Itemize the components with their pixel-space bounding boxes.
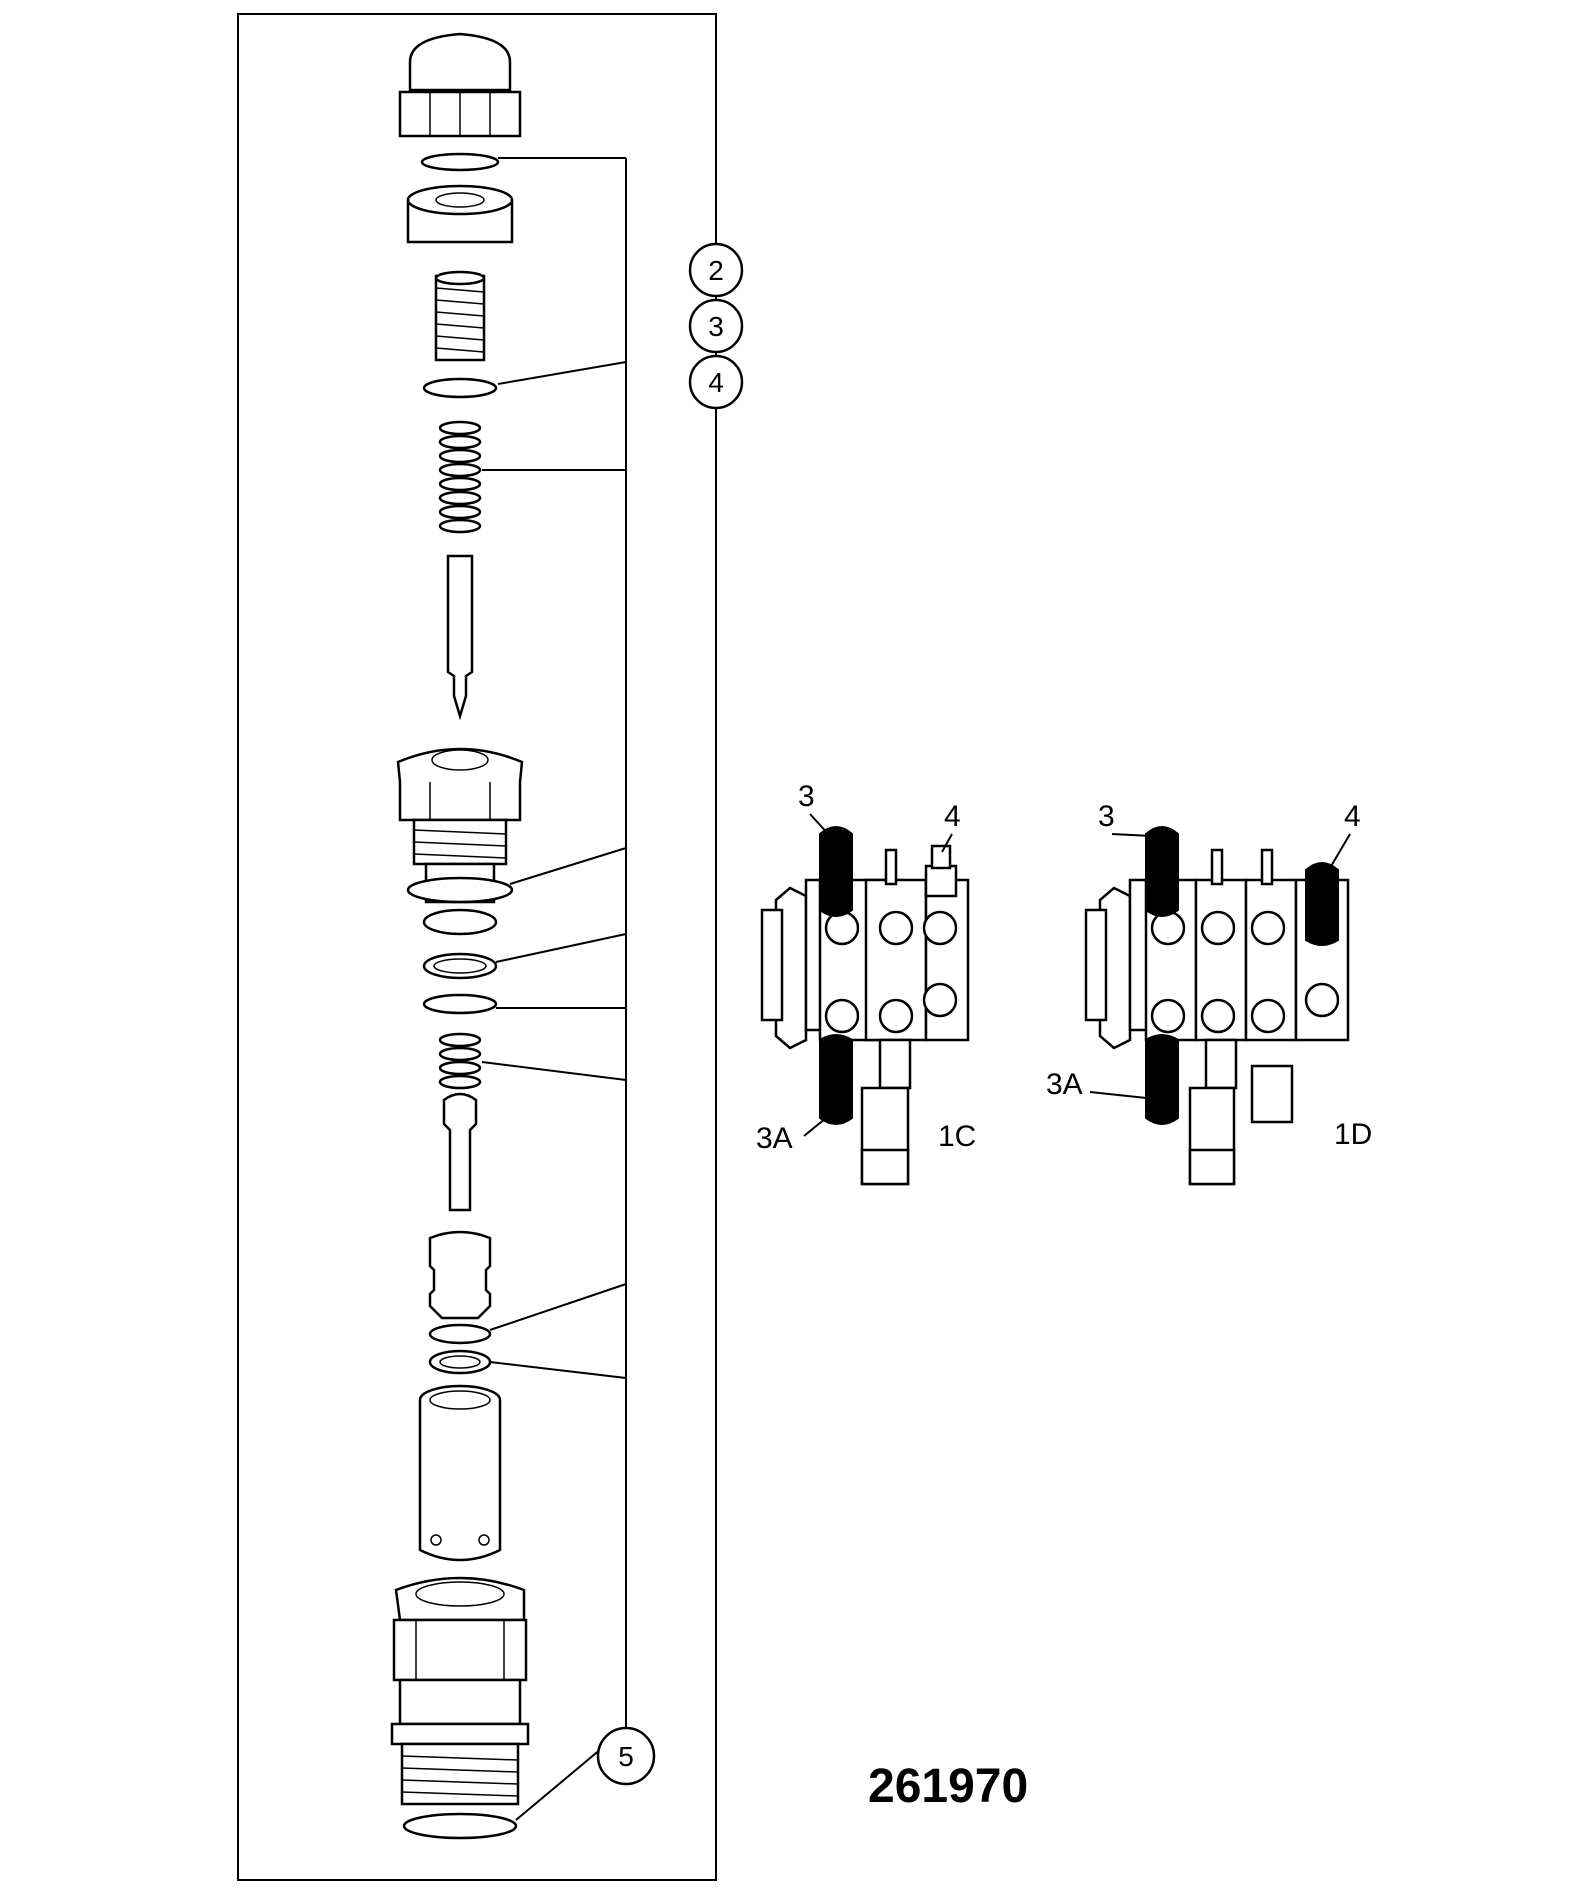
- o-ring: [406, 876, 514, 904]
- callout-4: 4: [688, 354, 744, 410]
- o-ring: [422, 377, 498, 399]
- o-ring: [422, 993, 498, 1015]
- view-1c-label-3: 3: [798, 780, 815, 813]
- view-1c-name: 1C: [938, 1120, 976, 1153]
- relief-valve-3-1c: [819, 826, 853, 917]
- o-ring: [428, 1323, 492, 1345]
- valve-block-view-1c: [760, 826, 970, 1186]
- cartridge-housing: [394, 1576, 526, 1622]
- view-1d-label-4: 4: [1344, 800, 1361, 833]
- cap-nut: [408, 32, 512, 92]
- view-1d-label-3: 3: [1098, 800, 1115, 833]
- relief-valve-exploded-stack: [390, 32, 530, 1840]
- backup-ring: [422, 952, 498, 980]
- callout-3: 3: [688, 298, 744, 354]
- o-ring: [420, 152, 500, 172]
- view-1d-name: 1D: [1334, 1118, 1372, 1151]
- relief-valve-4-1d: [1305, 862, 1339, 946]
- callout-3-text: 3: [708, 311, 724, 342]
- relief-valve-3-1d: [1145, 826, 1179, 917]
- callout-2-text: 2: [708, 255, 724, 286]
- callout-5: 5: [596, 1726, 656, 1786]
- backup-ring: [428, 1349, 492, 1375]
- valve-block-view-1d: [1084, 826, 1350, 1186]
- small-spring: [438, 1032, 482, 1090]
- relief-valve-3a-1c: [819, 1034, 853, 1125]
- spring: [438, 420, 482, 534]
- relief-valve-3a-1d: [1145, 1034, 1179, 1125]
- o-ring: [402, 1812, 518, 1840]
- figure-number: 261970: [868, 1760, 1028, 1813]
- view-1c-label-3a: 3A: [756, 1122, 793, 1155]
- sleeve: [418, 1400, 502, 1562]
- main-poppet-stem: [442, 1092, 478, 1212]
- callout-2: 2: [688, 242, 744, 298]
- view-1d-label-3a: 3A: [1046, 1068, 1083, 1101]
- callout-leaders: [481, 14, 717, 1821]
- view-1c-label-4: 4: [944, 800, 961, 833]
- pilot-poppet: [446, 554, 474, 721]
- main-poppet: [428, 1230, 492, 1320]
- valve-body-hex: [396, 747, 524, 822]
- callout-4-text: 4: [708, 367, 724, 398]
- callout-5-text: 5: [618, 1741, 634, 1772]
